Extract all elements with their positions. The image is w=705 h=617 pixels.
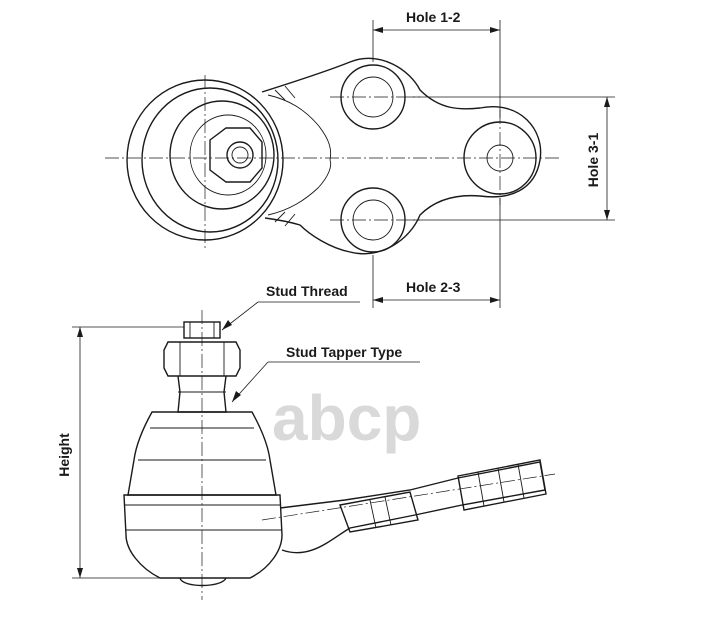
height-label: Height	[56, 433, 72, 477]
housing-bottom-cap	[179, 577, 227, 587]
control-arm	[279, 461, 546, 554]
hole-1	[340, 64, 406, 130]
flange-rib-2	[284, 85, 296, 99]
hole-2-3-arrow-right	[490, 297, 500, 303]
flange-outline	[261, 57, 542, 255]
stud-tapper-type-label: Stud Tapper Type	[286, 344, 402, 360]
centerline-arm	[261, 473, 556, 521]
flange-rib-1	[274, 89, 286, 101]
housing-inner-ring	[169, 100, 275, 210]
top-view: Hole 1-2 Hole 2-3 Hole 3-1	[105, 9, 615, 308]
stud-thread-label: Stud Thread	[266, 283, 348, 299]
hole-3-1-label: Hole 3-1	[585, 133, 601, 188]
arm-rib-inner	[339, 491, 419, 533]
hole-1-2-arrow-left	[373, 27, 383, 33]
housing-body	[123, 494, 283, 579]
hex-nut-side	[163, 341, 241, 377]
hole-2-3-arrow-left	[373, 297, 383, 303]
flange-rib-3	[274, 211, 286, 223]
flange-neck-upper	[267, 94, 332, 161]
stud-thread-top	[226, 141, 254, 169]
arm-rib-line-1	[369, 499, 377, 529]
arm-end-line-3	[517, 463, 525, 499]
arm-end-block	[457, 459, 547, 511]
hole-3-1-arrow-top	[604, 97, 610, 107]
hole-1-2-arrow-right	[490, 27, 500, 33]
stud-thread-leader-arrow	[222, 320, 232, 330]
housing-rim	[141, 87, 279, 233]
hole-2-3-label: Hole 2-3	[406, 279, 461, 295]
height-arrow-bottom	[77, 568, 83, 578]
flange-rib-4	[284, 213, 296, 227]
stud-thread-core	[231, 146, 249, 164]
hole-2	[340, 187, 406, 253]
stud-tapper-leader-arrow	[232, 391, 241, 402]
height-arrow-top	[77, 327, 83, 337]
arm-rib-line-2	[384, 496, 392, 526]
watermark-logo: abcp	[272, 382, 421, 454]
housing-inner-ring-2	[189, 114, 267, 196]
side-view: Height Stud Thread Stud Tapper Type	[56, 283, 556, 600]
hole-1-2-label: Hole 1-2	[406, 9, 461, 25]
hole-3-1-arrow-bottom	[604, 210, 610, 220]
flange-neck-lower	[267, 159, 332, 216]
hex-nut-top	[209, 127, 263, 183]
arm-end-line-1	[477, 471, 485, 507]
arm-end-line-2	[497, 467, 505, 503]
